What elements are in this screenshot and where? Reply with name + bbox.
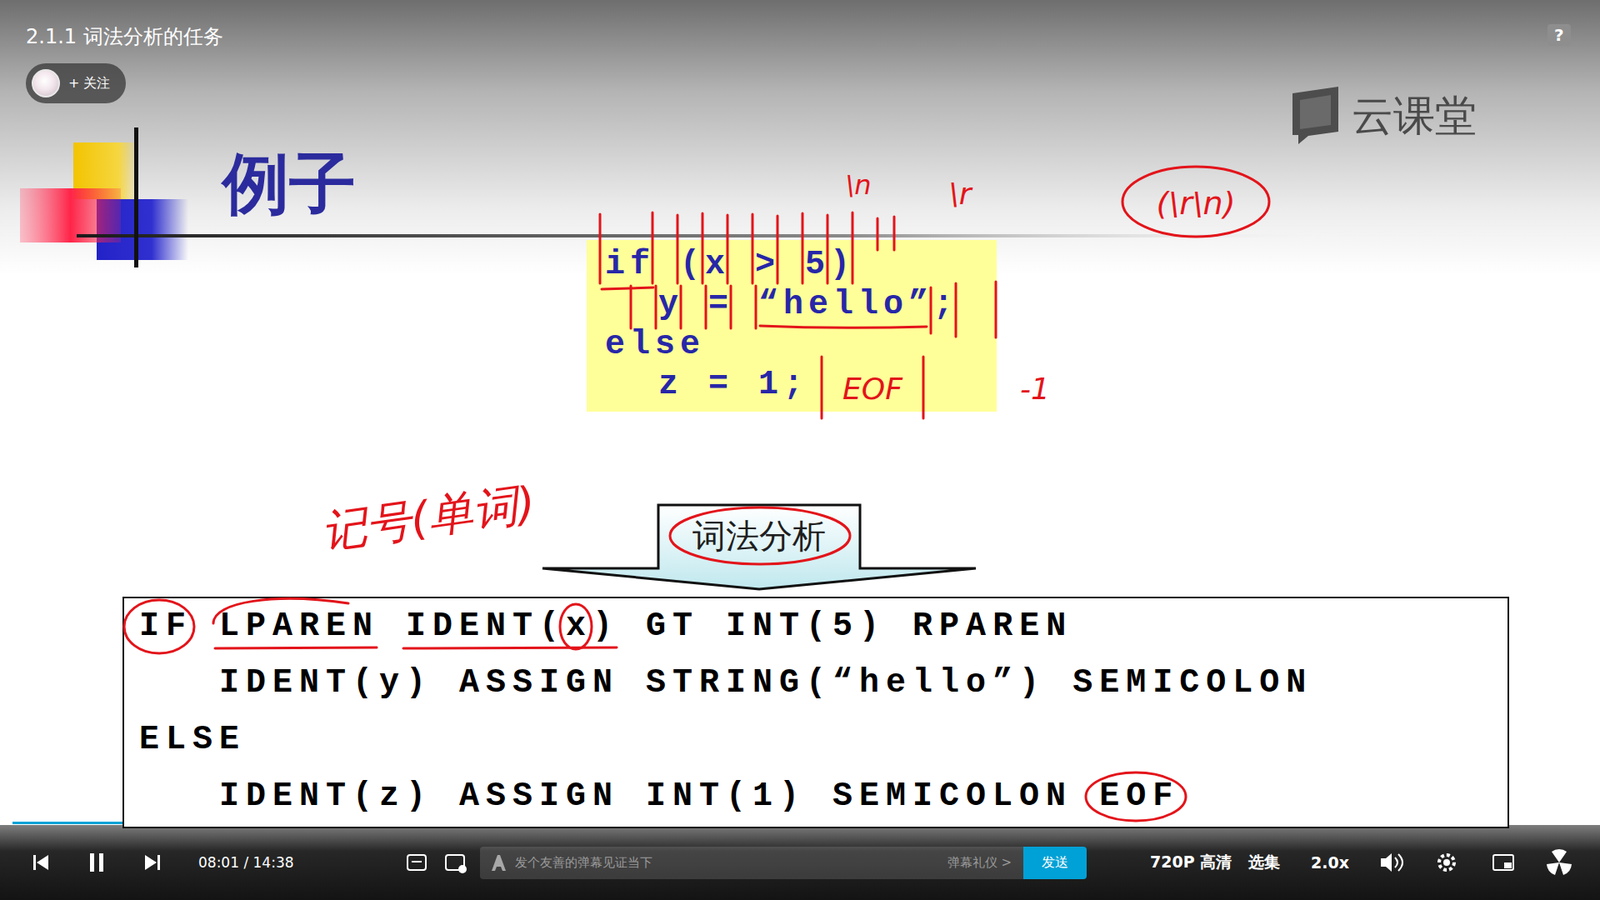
underline bbox=[760, 325, 927, 328]
pip-icon bbox=[1493, 855, 1514, 870]
handwritten-note: EOF bbox=[842, 371, 903, 406]
slide-heading: 例子 bbox=[222, 140, 356, 230]
circle-mark bbox=[670, 507, 850, 565]
logo-book bbox=[1292, 86, 1339, 145]
episode-button: 选集 bbox=[1248, 851, 1280, 874]
help-icon: ? bbox=[1547, 24, 1571, 46]
code-line: else bbox=[586, 325, 997, 365]
input-text: 弹幕礼仪 > bbox=[947, 855, 1012, 871]
speed-button: 2.0x bbox=[1310, 853, 1350, 872]
video-title: 2.1.1 词法分析的任务 bbox=[25, 23, 224, 50]
handwritten-mark bbox=[124, 166, 1270, 821]
handwritten-note: \r bbox=[949, 176, 972, 211]
logo-text: 云课堂 bbox=[1351, 88, 1477, 145]
speed-button: 2.0x bbox=[1310, 853, 1350, 872]
cast-icon bbox=[1551, 849, 1567, 863]
circle-mark bbox=[124, 600, 195, 654]
avatar bbox=[31, 69, 60, 98]
prev-icon bbox=[33, 855, 36, 870]
token-line: IF LPAREN IDENT(x) GT INT(5) RPAREN bbox=[124, 598, 1508, 655]
handwritten-note: 记号(单词) bbox=[317, 473, 540, 564]
slide-heading: 例子 bbox=[222, 140, 356, 230]
token-box: IF LPAREN IDENT(x) GT INT(5) RPARENIDENT… bbox=[122, 596, 1510, 829]
handwritten-note: \r bbox=[949, 176, 972, 211]
button-label: + 关注 bbox=[68, 75, 111, 93]
help-icon: ? bbox=[1547, 24, 1571, 46]
logo-text: 云课堂 bbox=[1351, 88, 1477, 145]
code-line: if (x > 5) bbox=[586, 245, 997, 285]
input-text: 发个友善的弹幕见证当下 bbox=[515, 855, 653, 871]
cast-icon bbox=[1546, 862, 1560, 875]
danmaku-icon bbox=[411, 860, 422, 863]
danmaku-input: 发个友善的弹幕见证当下 弹幕礼仪 > bbox=[480, 846, 1024, 880]
danmaku-icon bbox=[407, 855, 426, 870]
circle-mark bbox=[1122, 166, 1270, 237]
gear-icon bbox=[1439, 855, 1455, 870]
token-divider bbox=[601, 287, 654, 290]
next-icon bbox=[145, 855, 157, 870]
quality-button: 720P 高清 bbox=[1150, 851, 1232, 874]
code-box: if (x > 5)y = “hello”;elsez = 1; bbox=[586, 240, 997, 412]
volume-icon bbox=[1395, 857, 1398, 868]
underline bbox=[215, 647, 377, 649]
control-bar bbox=[0, 825, 1600, 900]
token-line: ELSE bbox=[124, 711, 1508, 769]
time-display: 08:01 / 14:38 bbox=[198, 854, 295, 871]
circle-mark bbox=[1085, 772, 1186, 821]
volume-icon bbox=[1380, 853, 1392, 872]
token-divider bbox=[630, 281, 996, 338]
follow-button: + 关注 bbox=[25, 63, 126, 104]
handwritten-note: 记号(单词) bbox=[317, 473, 540, 564]
handwritten-note: \n bbox=[845, 169, 871, 201]
logo-page bbox=[1300, 95, 1331, 130]
arrow-label: 词法分析 bbox=[658, 503, 860, 569]
handwritten-note: (\r\n) bbox=[1156, 185, 1236, 222]
token-line: IDENT(y) ASSIGN STRING(“hello”) SEMICOLO… bbox=[124, 655, 1508, 712]
handwritten-note: (\r\n) bbox=[1156, 185, 1236, 222]
handwritten-note: EOF bbox=[842, 371, 903, 406]
vertical-rule bbox=[134, 127, 139, 268]
logo-icon bbox=[1292, 86, 1339, 145]
button-label: 发送 bbox=[1041, 854, 1069, 872]
token-divider bbox=[600, 212, 895, 284]
prev-icon bbox=[36, 855, 49, 870]
gear-icon bbox=[1443, 859, 1450, 866]
video-title: 2.1.1 词法分析的任务 bbox=[25, 23, 224, 50]
arc-mark bbox=[213, 599, 349, 624]
handwritten-note: -1 bbox=[1020, 371, 1050, 406]
send-button: 发送 bbox=[1023, 846, 1087, 880]
code-line: y = “hello”; bbox=[586, 285, 997, 325]
volume-icon bbox=[1398, 854, 1403, 871]
pause-icon bbox=[90, 853, 95, 872]
code-line: z = 1; bbox=[586, 365, 997, 405]
time-display: 08:01 / 14:38 bbox=[198, 854, 295, 871]
handwritten-note: -1 bbox=[1020, 371, 1050, 406]
eof-bracket bbox=[821, 356, 924, 419]
pip-icon bbox=[1504, 862, 1512, 869]
episode-button: 选集 bbox=[1248, 851, 1280, 874]
process-arrow: 词法分析 bbox=[540, 503, 978, 592]
quality-button: 720P 高清 bbox=[1150, 851, 1232, 874]
pause-icon bbox=[99, 853, 104, 872]
player-bar bbox=[0, 821, 1600, 900]
handwritten-note: \n bbox=[845, 169, 871, 201]
cast-icon bbox=[1559, 862, 1572, 875]
next-icon bbox=[157, 855, 160, 870]
token-line: IDENT(z) ASSIGN INT(1) SEMICOLON EOF bbox=[124, 768, 1508, 825]
danmaku-setting-icon bbox=[458, 865, 467, 874]
underline bbox=[403, 647, 617, 649]
circle-mark bbox=[560, 604, 592, 650]
